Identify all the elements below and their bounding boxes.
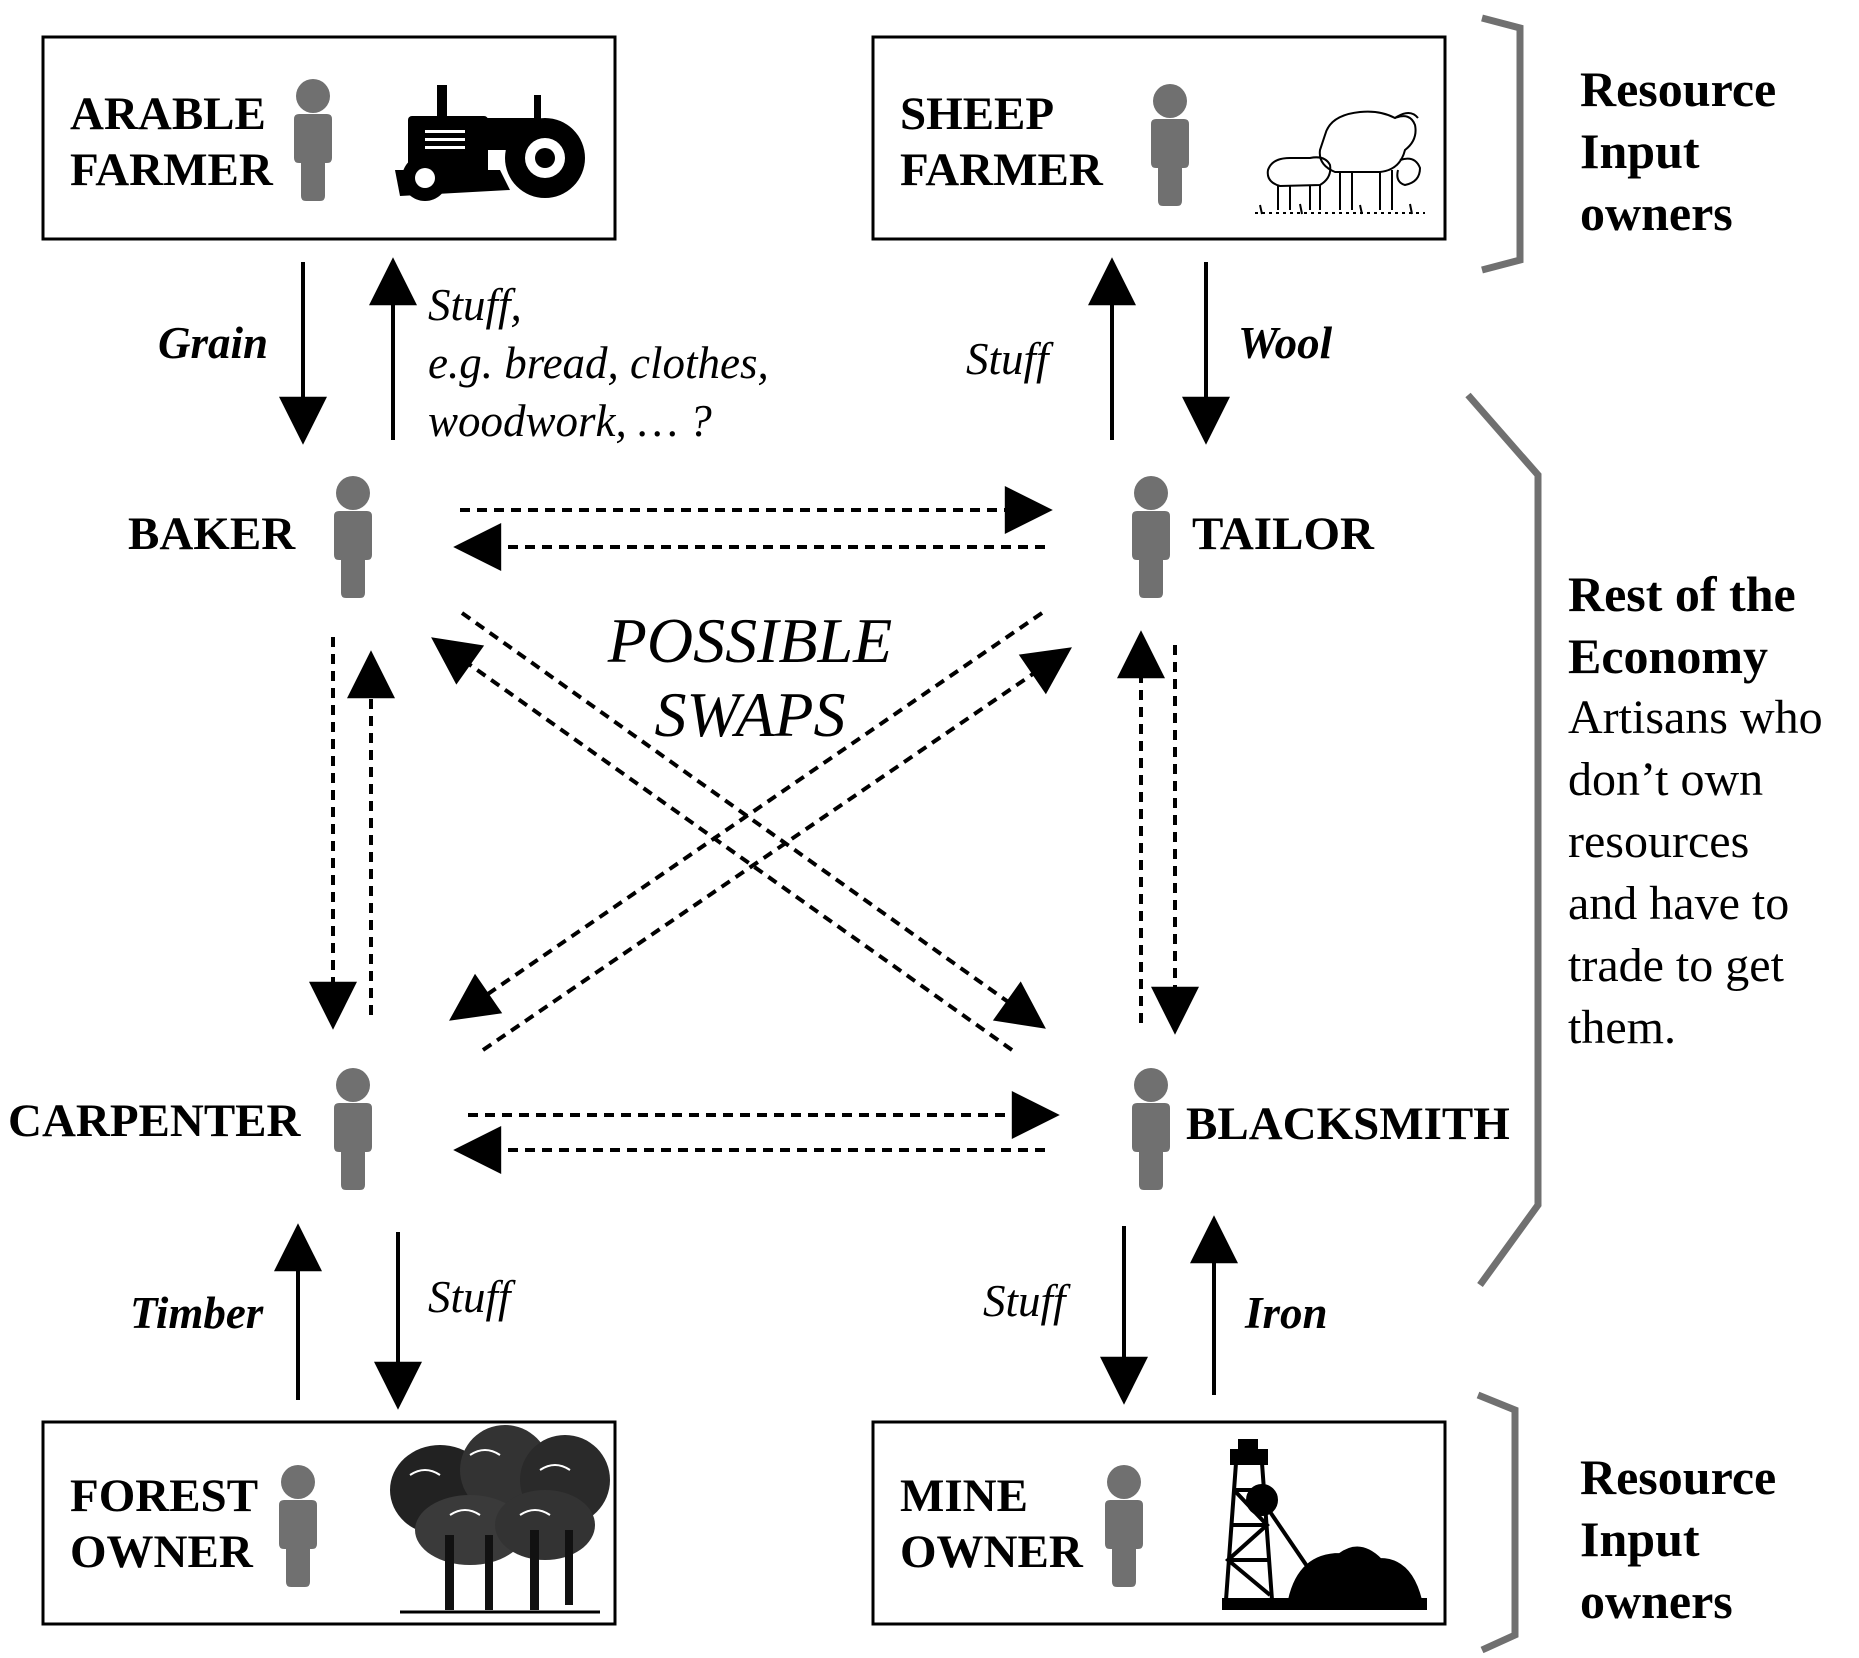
resource-owners-top-label: Resource Input owners — [1580, 58, 1776, 244]
swap-tailor-to-carpenter — [449, 611, 1044, 1021]
mine-owner-label-line2: OWNER — [900, 1526, 1083, 1578]
resource-owners-bottom-line2: Input — [1580, 1511, 1700, 1567]
carpenter-person-icon — [334, 1068, 372, 1190]
resource-owners-top-line2: Input — [1580, 123, 1700, 179]
stuff-arable-line1: Stuff, — [428, 280, 522, 330]
sheep-icon — [1255, 110, 1425, 215]
mine-headframe-icon — [1222, 1439, 1427, 1610]
stuff-forest-label: Stuff — [428, 1272, 511, 1322]
mine-owner-box — [871, 1420, 1447, 1626]
baker-label: BAKER — [128, 508, 296, 560]
resource-bracket-top — [1481, 14, 1524, 274]
iron-label: Iron — [1245, 1288, 1328, 1338]
tailor-label: TAILOR — [1192, 508, 1374, 560]
carpenter-label: CARPENTER — [8, 1095, 301, 1147]
sheep-farmer-person-icon — [1151, 84, 1189, 206]
stuff-arable-line2: e.g. bread, clothes, — [428, 338, 769, 388]
resource-bracket-bottom — [1476, 1391, 1519, 1654]
rest-of-economy-label: Rest of the Economy Artisans who don’t o… — [1568, 563, 1823, 1059]
sheep-farmer-label-line1: SHEEP — [900, 88, 1055, 140]
economy-body-line5: trade to get — [1568, 939, 1784, 992]
forest-owner-person-icon — [279, 1465, 317, 1587]
mine-owner-person-icon — [1105, 1465, 1143, 1587]
resource-owners-bottom-line3: owners — [1580, 1573, 1733, 1629]
stuff-arable-label: Stuff, e.g. bread, clothes, woodwork, … … — [428, 276, 769, 450]
mine-owner-label: MINE OWNER — [900, 1468, 1083, 1580]
possible-swaps-line1: POSSIBLE — [607, 605, 893, 676]
blacksmith-label: BLACKSMITH — [1186, 1098, 1510, 1150]
resource-owners-top-line1: Resource — [1580, 61, 1777, 117]
arable-farmer-label-line2: FARMER — [70, 144, 273, 196]
tailor-person-icon — [1132, 476, 1170, 598]
arable-farmer-box — [41, 35, 617, 241]
trees-icon — [390, 1425, 610, 1614]
sheep-farmer-label: SHEEP FARMER — [900, 86, 1103, 198]
possible-swaps-label: POSSIBLE SWAPS — [590, 604, 910, 752]
mine-owner-label-line1: MINE — [900, 1470, 1028, 1522]
sheep-farmer-box — [871, 35, 1447, 241]
resource-owners-bottom-label: Resource Input owners — [1580, 1446, 1776, 1632]
forest-owner-label-line1: FOREST — [70, 1470, 259, 1522]
economy-body-line4: and have to — [1568, 877, 1790, 930]
blacksmith-person-icon — [1132, 1068, 1170, 1190]
arable-farmer-person-icon — [294, 79, 332, 201]
tractor-icon — [395, 85, 585, 201]
timber-label: Timber — [130, 1288, 264, 1338]
forest-owner-label-line2: OWNER — [70, 1526, 253, 1578]
economy-bracket — [1465, 392, 1542, 1288]
economy-body-line1: Artisans who — [1568, 691, 1823, 744]
arable-farmer-label-line1: ARABLE — [70, 88, 266, 140]
forest-owner-label: FOREST OWNER — [70, 1468, 258, 1580]
grain-label: Grain — [158, 318, 269, 368]
arable-farmer-label: ARABLE FARMER — [70, 86, 273, 198]
resource-owners-bottom-line1: Resource — [1580, 1449, 1777, 1505]
economy-body-line2: don’t own — [1568, 753, 1764, 806]
stuff-mine-label: Stuff — [983, 1276, 1066, 1326]
baker-person-icon — [334, 476, 372, 598]
economy-body-line3: resources — [1568, 815, 1750, 868]
economy-body-line6: them. — [1568, 1001, 1676, 1054]
possible-swaps-line2: SWAPS — [654, 679, 846, 750]
wool-label: Wool — [1238, 318, 1333, 368]
rest-of-economy-heading2: Economy — [1568, 628, 1768, 684]
resource-owners-top-line3: owners — [1580, 185, 1733, 241]
forest-owner-box — [41, 1420, 617, 1626]
sheep-farmer-label-line2: FARMER — [900, 144, 1103, 196]
stuff-arable-line3: woodwork, … ? — [428, 396, 712, 446]
rest-of-economy-heading1: Rest of the — [1568, 566, 1796, 622]
stuff-sheep-label: Stuff — [966, 334, 1049, 384]
